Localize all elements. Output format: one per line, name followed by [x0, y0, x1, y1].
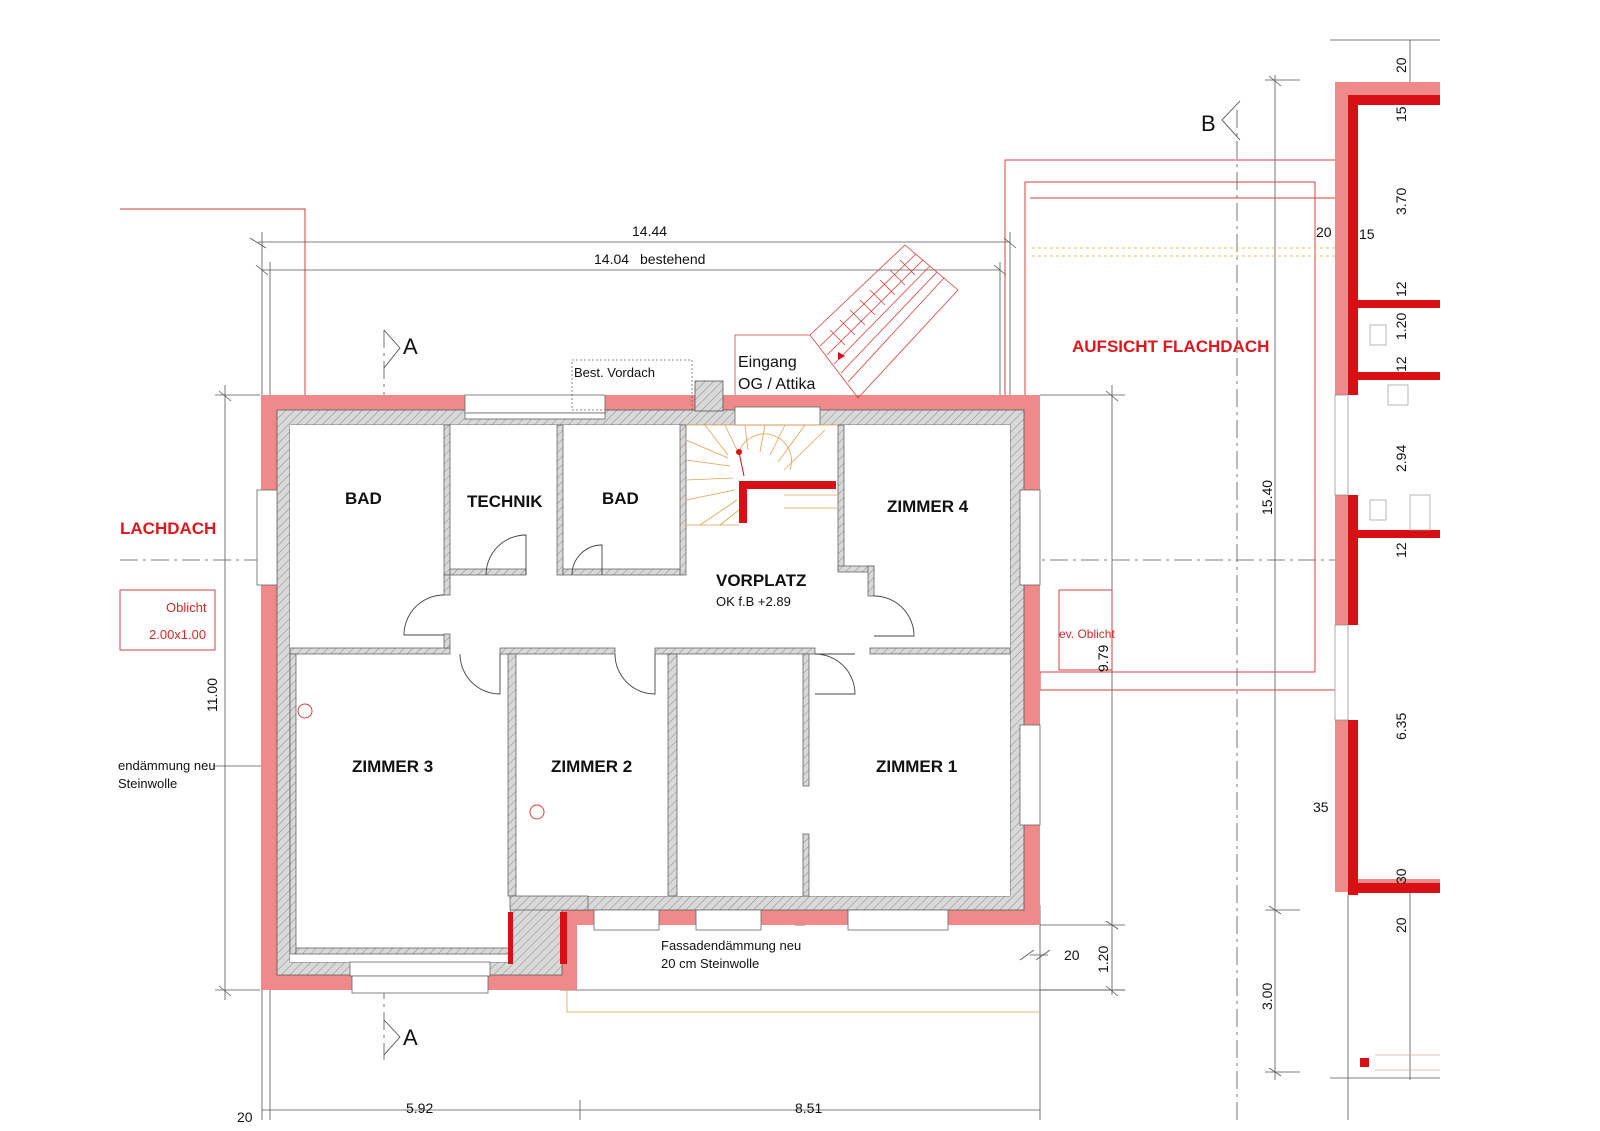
dim-wall-15: 15 — [1359, 226, 1375, 242]
canopy-outline — [571, 359, 693, 411]
dim-chain-1: 15 — [1393, 106, 1409, 122]
dim-chain-3: 12 — [1393, 281, 1409, 297]
room-vorplatz: VORPLATZ — [716, 571, 806, 590]
dim-side-300: 3.00 — [1259, 983, 1275, 1010]
room-zimmer3: ZIMMER 3 — [352, 757, 433, 776]
canopy-label: Best. Vordach — [574, 365, 655, 380]
dim-overall-width: 14.44 — [632, 223, 667, 239]
room-zimmer1: ZIMMER 1 — [876, 757, 957, 776]
vorplatz-level: OK f.B +2.89 — [716, 594, 791, 609]
section-arrows — [383, 100, 1241, 1056]
labels: BAD TECHNIK BAD ZIMMER 4 VORPLATZ OK f.B… — [118, 57, 1409, 1125]
skylight-left-label-1: Oblicht — [166, 600, 207, 615]
insulation-bottom-1: Fassadendämmung neu — [661, 938, 801, 953]
dim-chain-5: 12 — [1393, 356, 1409, 372]
dim-left-height: 11.00 — [204, 678, 220, 712]
skylight-left-label-2: 2.00x1.00 — [149, 627, 206, 642]
dim-chain-10: 20 — [1393, 917, 1409, 933]
dim-chain-9: 30 — [1393, 868, 1409, 884]
dim-roof-height: 15.40 — [1259, 480, 1275, 515]
doors — [403, 534, 915, 695]
dim-existing-width: 14.04 — [594, 251, 629, 267]
room-zimmer2: ZIMMER 2 — [551, 757, 632, 776]
entrance-label-2: OG / Attika — [738, 376, 815, 393]
right-section — [1334, 82, 1440, 1120]
exterior-stair-arrow — [838, 352, 845, 360]
dim-wall-35: 35 — [1313, 799, 1329, 815]
interior-stair — [685, 424, 838, 526]
dim-bottom-right: 8.51 — [795, 1100, 822, 1116]
dim-chain-6: 2.94 — [1393, 445, 1409, 472]
entrance-label-1: Eingang — [738, 354, 797, 371]
chimney — [694, 380, 724, 412]
insulation-left-2: Steinwolle — [118, 776, 177, 791]
right-flat-roof-dashes — [1032, 247, 1338, 257]
insulation-left-1: endämmung neu — [118, 758, 216, 773]
dim-inner-height: 9.79 — [1095, 645, 1111, 672]
room-bad-right: BAD — [602, 489, 639, 508]
dim-wall-20: 20 — [1316, 224, 1332, 240]
dim-chain-0: 20 — [1393, 57, 1409, 73]
room-technik: TECHNIK — [467, 492, 543, 511]
stair-arrow — [738, 451, 745, 477]
section-b: B — [1201, 111, 1216, 136]
exterior-stair — [734, 244, 959, 400]
skylight-right-label: ev. Oblicht — [1059, 627, 1115, 641]
section-a-bottom: A — [403, 1025, 418, 1050]
terrace-outline — [566, 990, 1040, 1013]
right-flat-roof — [1004, 159, 1341, 691]
dim-chain-7: 12 — [1393, 542, 1409, 558]
dim-front-depth: 1.20 — [1095, 946, 1111, 973]
flat-roof-left-label: LACHDACH — [120, 519, 216, 538]
flat-roof-view-label: AUFSICHT FLACHDACH — [1072, 337, 1269, 356]
dim-bottom-20: 20 — [237, 1109, 253, 1125]
dim-front-20: 20 — [1064, 947, 1080, 963]
dim-existing-suffix: bestehend — [640, 251, 705, 267]
interior-walls — [289, 424, 1011, 955]
dim-bottom-left: 5.92 — [406, 1100, 433, 1116]
markers — [297, 703, 545, 820]
room-zimmer4: ZIMMER 4 — [887, 497, 969, 516]
windows — [256, 394, 1041, 994]
dim-chain-4: 1.20 — [1393, 313, 1409, 340]
dim-chain-8: 6.35 — [1393, 713, 1409, 740]
new-walls — [508, 481, 836, 964]
insulation-bottom-2: 20 cm Steinwolle — [661, 956, 759, 971]
left-flat-roof — [119, 208, 306, 651]
section-a-top: A — [403, 334, 418, 359]
room-bad-left: BAD — [345, 489, 382, 508]
dim-chain-2: 3.70 — [1393, 188, 1409, 215]
